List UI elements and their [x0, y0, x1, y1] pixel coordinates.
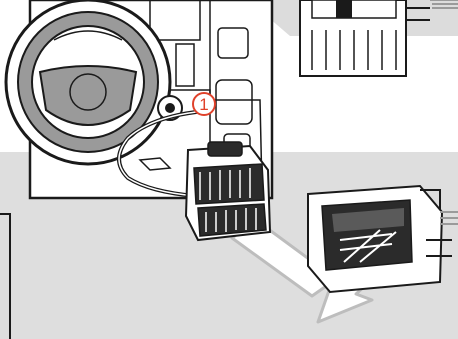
obd-plug-icon: [184, 141, 272, 242]
side-frame-edge: [0, 213, 11, 339]
steering-wheel-icon: [4, 0, 172, 166]
top-connector-icon: [299, 0, 458, 77]
obd-port-icon: [307, 184, 458, 294]
callout-circle: [192, 92, 216, 116]
obd-cable-inner: [118, 111, 197, 197]
callout-number: 1: [199, 94, 209, 114]
